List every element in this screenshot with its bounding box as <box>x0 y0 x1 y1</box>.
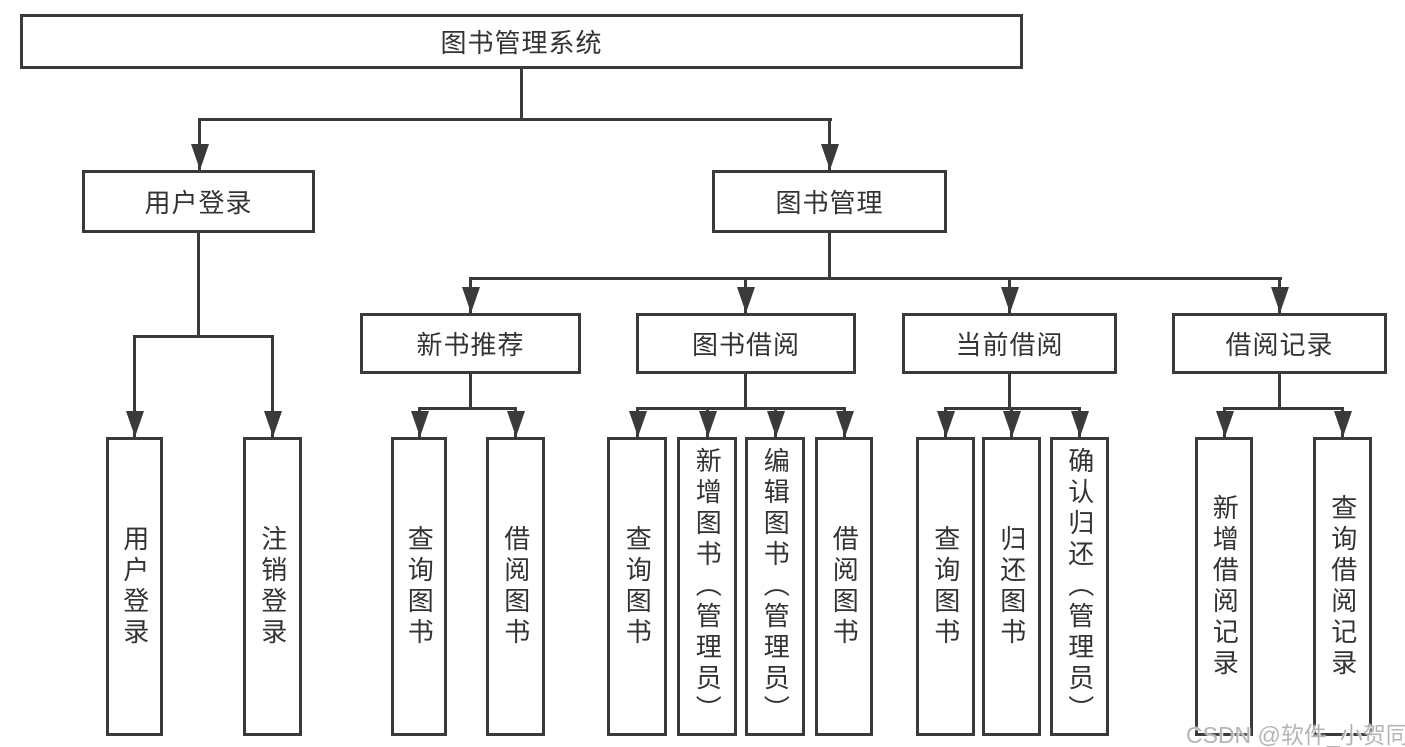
arrow-down-icon <box>191 144 209 170</box>
leaf-query-books-borrowing: 查询图书 <box>607 437 667 736</box>
connector-line <box>133 335 136 437</box>
connector-line <box>271 335 274 437</box>
connector-line <box>133 335 274 338</box>
node-label: 借阅图书 <box>500 524 531 649</box>
leaf-query-borrow-record: 查询借阅记录 <box>1313 437 1372 736</box>
arrow-down-icon <box>937 411 955 437</box>
arrow-down-icon <box>767 411 785 437</box>
arrow-down-icon <box>629 411 647 437</box>
node-label: 借阅记录 <box>1225 330 1334 360</box>
node-label: 查询图书 <box>404 524 435 649</box>
arrow-down-icon <box>411 411 429 437</box>
node-label: 查询借阅记录 <box>1327 493 1358 680</box>
node-new-book-recommendation: 新书推荐 <box>360 313 581 374</box>
leaf-user-login: 用户登录 <box>106 437 163 736</box>
leaf-edit-books-admin: 编辑图书（管理员） <box>745 437 805 736</box>
arrow-down-icon <box>507 411 525 437</box>
node-label: 查询图书 <box>622 524 653 649</box>
node-label: 查询图书 <box>930 524 961 649</box>
connector-line <box>636 407 845 410</box>
arrow-down-icon <box>126 411 144 437</box>
leaf-borrow-books-recommend: 借阅图书 <box>486 437 545 736</box>
node-user-login: 用户登录 <box>82 170 315 233</box>
node-label: 新增图书（管理员） <box>692 447 723 726</box>
leaf-logout-login: 注销登录 <box>243 437 302 736</box>
arrow-down-icon <box>821 144 839 170</box>
node-label: 用户登录 <box>144 188 253 218</box>
node-label: 图书管理系统 <box>440 28 603 58</box>
leaf-confirm-return-admin: 确认归还（管理员） <box>1050 437 1109 736</box>
node-borrowing-records: 借阅记录 <box>1172 313 1387 374</box>
connector-line <box>520 69 523 118</box>
node-book-management: 图书管理 <box>712 170 947 233</box>
node-current-borrowing: 当前借阅 <box>902 313 1117 374</box>
node-library-management-system: 图书管理系统 <box>20 14 1023 69</box>
leaf-query-books-recommend: 查询图书 <box>391 437 447 736</box>
arrow-down-icon <box>264 411 282 437</box>
connector-line <box>469 374 472 410</box>
arrow-down-icon <box>1001 287 1019 313</box>
arrow-down-icon <box>462 287 480 313</box>
node-book-borrowing: 图书借阅 <box>636 313 856 374</box>
arrow-down-icon <box>1071 411 1089 437</box>
leaf-return-books: 归还图书 <box>982 437 1041 736</box>
csdn-watermark: CSDN @软件_小贺同学 <box>1186 722 1405 747</box>
connector-line <box>1223 407 1343 410</box>
connector-line <box>828 233 831 280</box>
leaf-query-books-current: 查询图书 <box>916 437 975 736</box>
node-label: 新增借阅记录 <box>1209 493 1240 680</box>
connector-line <box>469 277 1282 280</box>
arrow-down-icon <box>1216 411 1234 437</box>
leaf-add-books-admin: 新增图书（管理员） <box>677 437 737 736</box>
leaf-add-borrow-record: 新增借阅记录 <box>1195 437 1253 736</box>
arrow-down-icon <box>1334 411 1352 437</box>
connector-line <box>744 374 747 410</box>
connector-line <box>1008 374 1011 410</box>
arrow-down-icon <box>1003 411 1021 437</box>
node-label: 确认归还（管理员） <box>1064 447 1095 726</box>
node-label: 图书管理 <box>775 188 884 218</box>
arrow-down-icon <box>737 287 755 313</box>
node-label: 借阅图书 <box>829 524 860 649</box>
node-label: 注销登录 <box>257 524 288 649</box>
leaf-borrow-books-borrowing: 借阅图书 <box>815 437 873 736</box>
node-label: 用户登录 <box>119 524 150 649</box>
connector-line <box>198 118 832 121</box>
node-label: 图书借阅 <box>691 330 800 360</box>
arrow-down-icon <box>1271 287 1289 313</box>
connector-line <box>197 233 200 338</box>
arrow-down-icon <box>699 411 717 437</box>
connector-line <box>418 407 517 410</box>
node-label: 归还图书 <box>996 524 1027 649</box>
node-label: 当前借阅 <box>955 330 1064 360</box>
node-label: 编辑图书（管理员） <box>760 447 791 726</box>
arrow-down-icon <box>836 411 854 437</box>
connector-line <box>1278 374 1281 410</box>
node-label: 新书推荐 <box>416 330 525 360</box>
